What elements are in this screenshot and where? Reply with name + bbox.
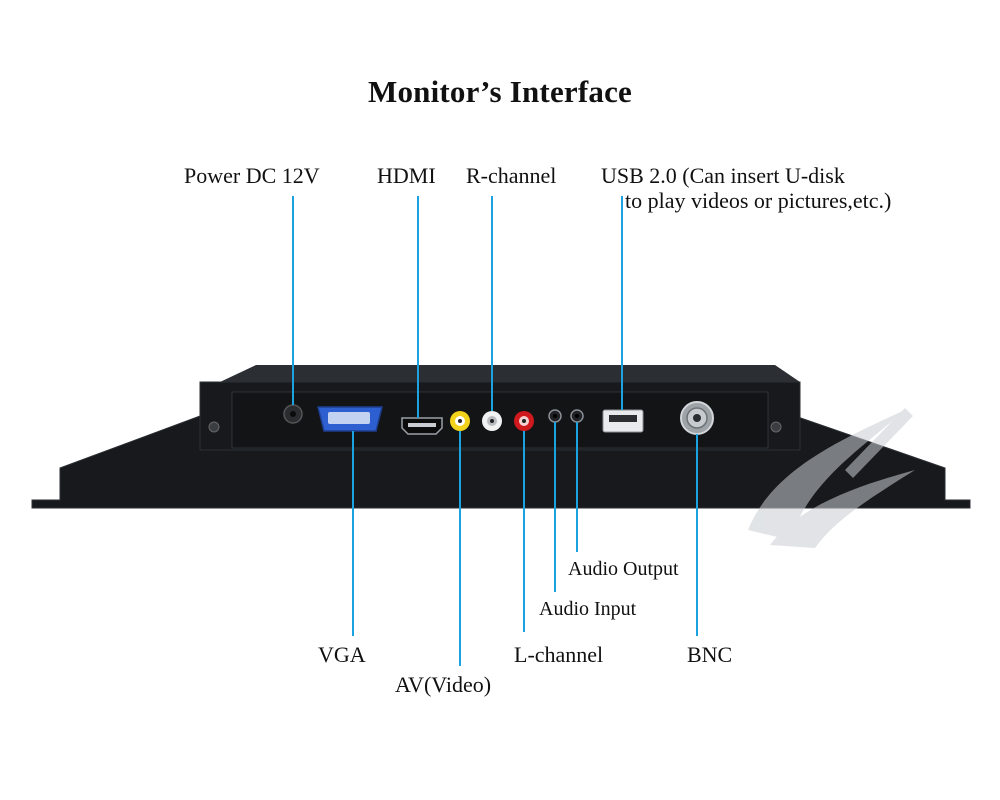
watermark-swoosh — [770, 470, 915, 548]
page-title: Monitor’s Interface — [367, 74, 633, 109]
hdmi-contacts — [408, 423, 436, 427]
label-r-channel: R-channel — [466, 163, 557, 188]
port-hdmi — [401, 417, 443, 435]
audio-jack-hole — [575, 414, 579, 418]
port-l-channel — [514, 411, 534, 431]
port-av-video — [450, 411, 470, 431]
usb-tongue — [609, 415, 637, 422]
port-audio-output — [570, 409, 584, 423]
brand-logo-icon — [748, 408, 915, 548]
port-r-channel — [482, 411, 502, 431]
port-bnc — [680, 401, 714, 435]
rca-yellow-pin — [458, 419, 462, 423]
screw-icon — [770, 421, 782, 433]
port-vga — [317, 406, 383, 432]
leader-lines — [292, 196, 698, 666]
label-audio-output: Audio Output — [568, 558, 679, 580]
dc-jack-pin — [290, 411, 296, 417]
label-vga: VGA — [318, 642, 366, 667]
label-usb-line2: to play videos or pictures,etc.) — [625, 188, 892, 213]
bnc-center-pin — [693, 414, 701, 422]
label-hdmi: HDMI — [377, 163, 436, 188]
label-av-video: AV(Video) — [395, 672, 492, 697]
watermark-text-bar — [845, 408, 913, 478]
label-power-dc: Power DC 12V — [184, 163, 320, 188]
connector-box-top — [220, 365, 800, 382]
port-audio-input — [548, 409, 562, 423]
watermark-swoosh — [748, 410, 905, 540]
label-bnc: BNC — [687, 642, 733, 667]
label-l-channel: L-channel — [514, 642, 604, 667]
label-usb-line1: USB 2.0 (Can insert U-disk — [601, 163, 845, 188]
label-audio-input: Audio Input — [539, 598, 637, 620]
screw-icon — [208, 421, 220, 433]
vga-pin-block — [328, 412, 370, 424]
rca-white-pin — [490, 419, 494, 423]
port-usb — [602, 409, 644, 433]
port-dc-jack — [283, 404, 303, 424]
rca-red-pin — [522, 419, 526, 423]
monitor-chassis — [31, 365, 971, 509]
audio-jack-hole — [553, 414, 557, 418]
